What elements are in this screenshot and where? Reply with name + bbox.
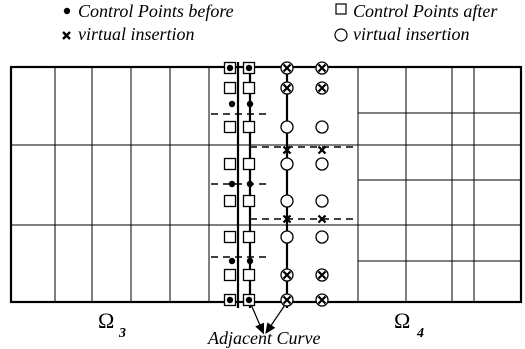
control-points-right — [280, 61, 329, 307]
cross-mark — [317, 214, 327, 224]
open-square — [223, 157, 237, 171]
cross-mark — [317, 295, 327, 305]
cross-mark — [317, 270, 327, 280]
open-circle — [315, 120, 329, 134]
open-circle-icon — [334, 28, 348, 42]
filled-dot-icon — [63, 7, 71, 15]
omega-right: Ω — [394, 308, 410, 333]
open-square — [242, 230, 256, 244]
omega-left-subscript: 3 — [118, 326, 126, 341]
legend-after-line2: virtual insertion — [353, 24, 470, 44]
cross-mark — [282, 295, 292, 305]
filled-dot — [246, 100, 254, 108]
open-square — [242, 81, 256, 95]
open-circle — [280, 157, 294, 171]
cross-mark — [282, 83, 292, 93]
legend-before-line2: virtual insertion — [78, 24, 195, 44]
filled-dot — [228, 180, 236, 188]
filled-dot — [228, 100, 236, 108]
open-circle — [280, 194, 294, 208]
filled-dot — [245, 64, 253, 72]
open-circle — [315, 157, 329, 171]
open-square — [242, 157, 256, 171]
omega-right-subscript: 4 — [416, 326, 424, 341]
legend: Control Points before virtual insertion … — [62, 1, 498, 44]
cross-mark — [282, 214, 292, 224]
open-square — [223, 230, 237, 244]
control-points-left — [223, 61, 256, 307]
filled-dot — [246, 180, 254, 188]
open-square — [223, 120, 237, 134]
open-square — [223, 81, 237, 95]
open-circle — [315, 194, 329, 208]
filled-dot — [246, 257, 254, 265]
open-square — [223, 194, 237, 208]
open-circle — [315, 230, 329, 244]
filled-dot — [226, 64, 234, 72]
legend-before-line1: Control Points before — [78, 1, 234, 21]
cross-mark — [282, 145, 292, 155]
adjacent-curve-arrows — [249, 301, 288, 335]
cross-mark — [282, 270, 292, 280]
domain-boundary — [9, 65, 523, 304]
filled-dot — [245, 296, 253, 304]
open-square-icon — [335, 3, 347, 15]
cross-mark — [317, 83, 327, 93]
open-square — [242, 268, 256, 282]
open-square — [242, 194, 256, 208]
legend-after-line1: Control Points after — [353, 1, 498, 21]
open-square — [223, 268, 237, 282]
adjacent-curve-label: Adjacent Curve — [207, 328, 320, 348]
open-circle — [280, 230, 294, 244]
filled-dot — [228, 257, 236, 265]
cross-mark — [317, 63, 327, 73]
filled-dot — [226, 296, 234, 304]
open-circle — [280, 120, 294, 134]
cross-icon — [62, 31, 71, 40]
mesh-grid — [9, 65, 523, 304]
open-square — [242, 120, 256, 134]
cross-mark — [317, 145, 327, 155]
dashed-lines — [211, 113, 356, 258]
cross-mark — [282, 63, 292, 73]
omega-left: Ω — [98, 308, 114, 333]
